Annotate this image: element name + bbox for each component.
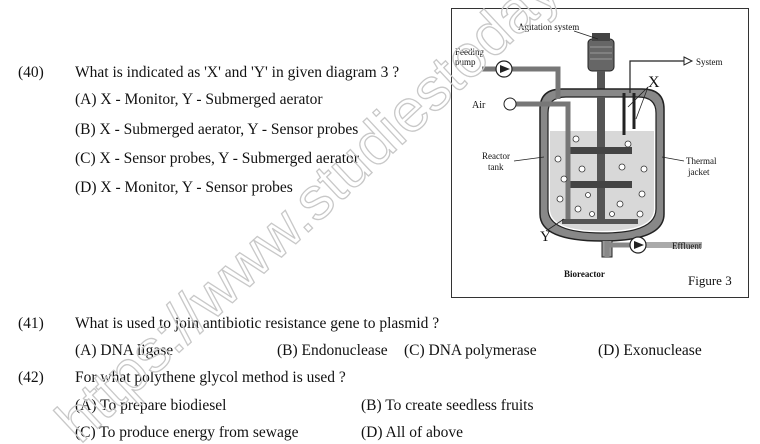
bioreactor-diagram: Agitation system Feeding pump System X A… <box>455 22 732 288</box>
question-40-option-b: (B) X - Submerged aerator, Y - Sensor pr… <box>75 121 359 138</box>
label-y: Y <box>540 229 551 245</box>
question-40-option-a: (A) X - Monitor, Y - Submerged aerator <box>75 91 323 108</box>
question-42-option-c: (C) To produce energy from sewage <box>75 424 299 441</box>
label-thermal: Thermal <box>686 156 717 166</box>
agitation-motor <box>587 38 615 72</box>
question-41-number: (41) <box>18 315 44 332</box>
label-reactor: Reactor <box>482 151 510 161</box>
label-feeding: Feeding <box>455 47 484 57</box>
question-41-option-b: (B) Endonuclease <box>277 342 388 359</box>
label-agitation-system: Agitation system <box>518 22 579 32</box>
label-pump: pump <box>455 57 476 67</box>
question-41-option-d: (D) Exonuclease <box>598 342 702 359</box>
question-40-text: What is indicated as 'X' and 'Y' in give… <box>75 64 400 81</box>
label-tank: tank <box>488 162 504 172</box>
question-42-text: For what polythene glycol method is used… <box>75 369 346 386</box>
figure-caption: Figure 3 <box>688 273 732 288</box>
air-bubbles <box>554 135 648 218</box>
label-x: X <box>648 74 660 91</box>
question-41-text: What is used to join antibiotic resistan… <box>75 315 440 332</box>
question-40-option-c: (C) X - Sensor probes, Y - Submerged aer… <box>75 150 359 167</box>
label-effluent: Effluent <box>672 241 702 251</box>
bioreactor-figure: Agitation system Feeding pump System X A… <box>451 8 749 298</box>
question-41-option-c: (C) DNA polymerase <box>404 342 537 359</box>
question-42-number: (42) <box>18 369 44 386</box>
sparger <box>562 219 638 224</box>
label-air: Air <box>472 100 486 111</box>
label-system: System <box>696 57 723 67</box>
question-42-option-d: (D) All of above <box>361 424 464 441</box>
figure-title: Bioreactor <box>564 269 605 279</box>
question-42-option-a: (A) To prepare biodiesel <box>75 397 227 414</box>
impeller-lower <box>570 181 632 188</box>
impeller-upper <box>570 147 632 154</box>
motor-cap <box>592 33 610 41</box>
question-40-option-d: (D) X - Monitor, Y - Sensor probes <box>75 179 293 196</box>
system-outlet-line <box>629 60 684 93</box>
question-40-number: (40) <box>18 64 44 81</box>
label-jacket: jacket <box>687 167 710 177</box>
air-valve-icon <box>503 97 517 111</box>
question-42-option-b: (B) To create seedless fruits <box>361 397 534 414</box>
question-41-option-a: (A) DNA ligase <box>75 342 174 359</box>
air-line <box>510 101 571 223</box>
